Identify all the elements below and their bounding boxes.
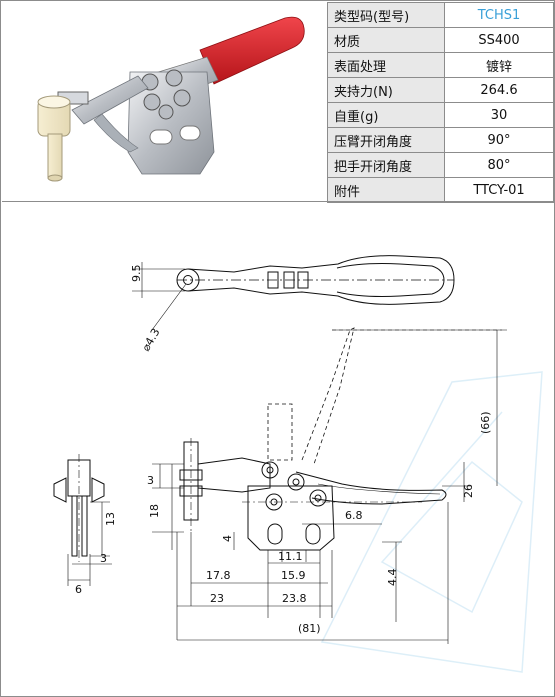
dim-11-1: 11.1 (278, 550, 303, 563)
dim-3: 3 (147, 474, 154, 487)
dim-23-8: 23.8 (282, 592, 307, 605)
spec-label: 把手开闭角度 (327, 152, 445, 178)
dim-4: 4 (221, 535, 234, 542)
spec-value: SS400 (444, 27, 554, 53)
section-divider (2, 201, 555, 202)
side-view (179, 327, 502, 551)
spec-value: 80° (444, 152, 554, 178)
top-view (132, 255, 455, 331)
dim-23: 23 (210, 592, 224, 605)
dim-3-front: 3 (100, 552, 107, 565)
dim-6-8: 6.8 (345, 509, 363, 522)
spec-label: 自重(g) (327, 102, 445, 128)
spec-row-weight: 自重(g) 30 (327, 102, 554, 128)
spec-label: 附件 (327, 177, 445, 203)
dim-81: (81) (298, 622, 321, 635)
dim-17-8: 17.8 (206, 569, 231, 582)
watermark-logo (320, 371, 543, 673)
spec-value: TCHS1 (444, 2, 554, 28)
dim-66: (66) (479, 411, 492, 434)
spec-row-accessory: 附件 TTCY-01 (327, 177, 554, 203)
clamp-arm (71, 75, 149, 125)
spec-value: 264.6 (444, 77, 554, 103)
dim-15-9: 15.9 (281, 569, 306, 582)
handle-grip (199, 16, 305, 85)
spec-label: 材质 (327, 27, 445, 53)
spec-table: 类型码(型号) TCHS1 材质 SS400 表面处理 镀锌 夹持力(N) 26… (327, 2, 554, 203)
spec-row-force: 夹持力(N) 264.6 (327, 77, 554, 103)
spec-label: 压臂开闭角度 (327, 127, 445, 153)
spec-value: 镀锌 (444, 52, 554, 78)
dim-18: 18 (148, 504, 161, 518)
spec-label: 类型码(型号) (327, 2, 445, 28)
dim-9-5: 9.5 (130, 265, 143, 283)
spec-row-finish: 表面处理 镀锌 (327, 52, 554, 78)
dim-6: 6 (75, 583, 82, 596)
dim-4-4: 4.4 (386, 569, 399, 587)
spec-value: 30 (444, 102, 554, 128)
technical-drawing: 9.5 ⌀4.3 (53, 255, 543, 673)
spec-row-material: 材质 SS400 (327, 27, 554, 53)
dim-4-3: ⌀4.3 (139, 326, 162, 353)
spec-row-type: 类型码(型号) TCHS1 (327, 2, 554, 28)
side-view-dims (152, 329, 507, 644)
spec-label: 表面处理 (327, 52, 445, 78)
product-photo (37, 16, 305, 182)
spec-value: TTCY-01 (444, 177, 554, 203)
spec-value: 90° (444, 127, 554, 153)
spec-row-arm-angle: 压臂开闭角度 90° (327, 127, 554, 153)
dim-13: 13 (104, 512, 117, 526)
front-view (53, 454, 112, 586)
spec-row-handle-angle: 把手开闭角度 80° (327, 152, 554, 178)
spec-label: 夹持力(N) (327, 77, 445, 103)
dim-26: 26 (462, 484, 475, 498)
